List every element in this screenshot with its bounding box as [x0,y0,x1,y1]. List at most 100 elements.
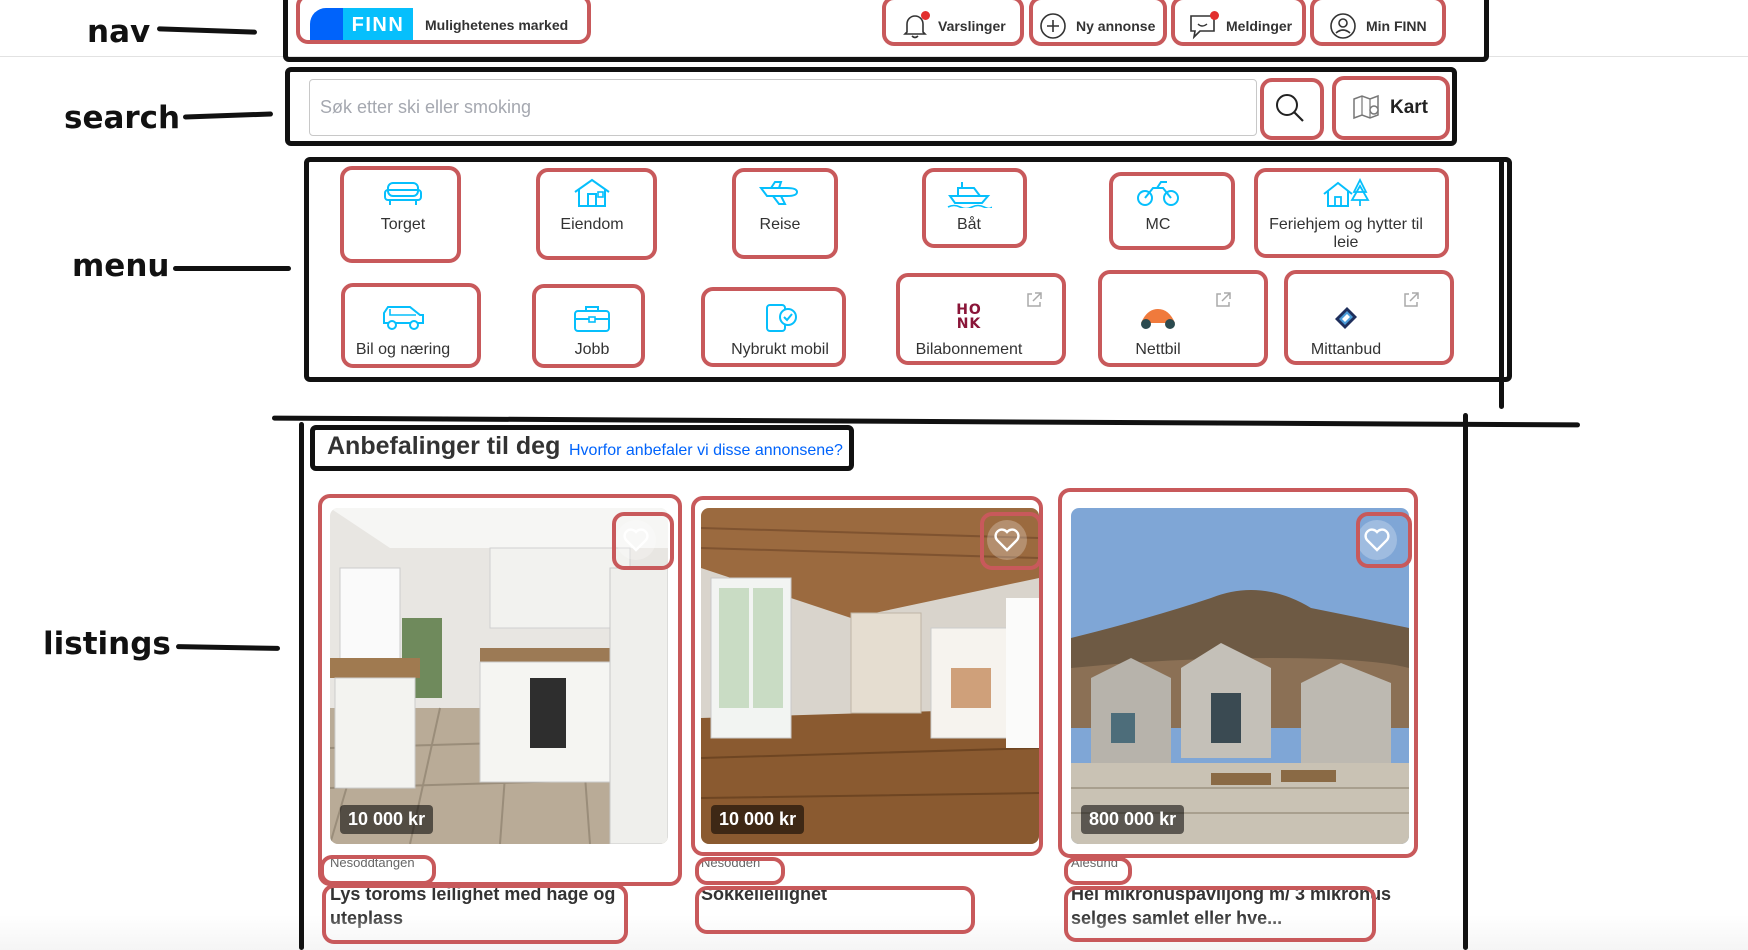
category-label: Båt [956,216,981,233]
annotation-pointer [173,266,291,271]
nav-item-label: Meldinger [1226,18,1293,34]
annotation-stroke [1463,413,1468,950]
category-eiendom[interactable]: Eiendom [512,178,672,234]
briefcase-icon [574,306,610,332]
annotation-nav: nav [87,14,151,50]
why-recommendations-link[interactable]: Hvorfor anbefaler vi disse annonsene? [569,442,843,459]
external-link-icon [1216,292,1231,307]
nettbil-logo [1141,309,1175,329]
annotation-box-recommendation-header [310,425,854,471]
category-label: Nettbil [1135,341,1181,358]
bottom-fade [0,915,1748,950]
heart-icon [1364,528,1390,552]
category-bil-og-naering[interactable]: Bil og næring [323,303,483,359]
map-button-label: Kart [1389,97,1428,118]
category-torget[interactable]: Torget [323,178,483,234]
listing-price: 800 000 kr [1081,805,1185,834]
annotation-box-search [285,67,1457,146]
annotation-menu: menu [72,248,170,284]
heart-icon [994,528,1020,552]
finn-logo[interactable]: FINN Mulighetenes marked [310,8,568,42]
category-label: Reise [759,216,801,233]
nav-new-ad[interactable]: Ny annonse [1038,10,1155,42]
category-reise[interactable]: Reise [700,178,860,234]
category-label: Nybrukt mobil [731,341,829,358]
finn-logo-text: FINN [343,8,413,42]
external-link-icon [1027,292,1042,307]
listing-card[interactable]: 10 000 kr Nesodden Sokkelleilighet [701,508,1039,906]
listing-title[interactable]: Sokkelleilighet [701,884,828,904]
category-baat[interactable]: Båt [889,178,1049,234]
message-dot [1210,11,1219,20]
search-button[interactable] [1264,84,1316,132]
category-label: Mittanbud [1310,341,1382,358]
nav-notifications[interactable]: Varslinger [900,10,1006,42]
category-label: Eiendom [560,216,624,233]
category-label: Torget [380,216,426,233]
boat-icon [947,182,992,208]
motorcycle-icon [1137,181,1179,206]
map-icon [1353,94,1379,120]
annotation-pointer [175,644,281,651]
category-label: Bilabonnement [915,341,1023,358]
heart-icon [623,528,649,552]
house-icon [574,178,610,207]
nav-my-finn[interactable]: Min FINN [1328,10,1427,42]
user-circle-icon [1328,11,1358,41]
search-input[interactable] [309,79,1257,136]
listing-price: 10 000 kr [711,805,805,834]
cabin-icon [1323,178,1370,207]
map-button[interactable]: Kart [1340,84,1440,132]
car-icon [383,306,424,330]
listing-image[interactable]: 10 000 kr [701,508,1039,844]
search-icon [1276,94,1304,122]
kitchen-photo [330,508,668,844]
annotation-listings: listings [43,626,171,662]
living-room-photo [701,508,1039,844]
nav-item-label: Ny annonse [1076,18,1156,34]
category-nybrukt-mobil[interactable]: Nybrukt mobil [700,303,860,359]
annotation-stroke [1499,157,1504,409]
listing-location: Nesoddtangen [330,855,415,870]
bell-icon [900,11,930,41]
annotation-box-nav [283,0,1489,62]
nav-messages[interactable]: Meldinger [1188,10,1292,42]
notification-dot [921,11,930,20]
category-mittanbud[interactable]: Mittanbud [1266,292,1426,359]
chat-icon [1188,11,1219,41]
category-label: Feriehjem og hytter til leie [1269,216,1423,251]
favorite-button[interactable] [616,520,656,560]
category-jobb[interactable]: Jobb [512,303,672,359]
phone-check-icon [766,304,797,332]
listing-card[interactable]: 10 000 kr Nesoddtangen Lys toroms leilig… [330,508,668,931]
micro-houses-photo [1071,508,1409,844]
plus-circle-icon [1038,11,1068,41]
external-link-icon [1404,292,1419,307]
category-mc[interactable]: MC [1078,178,1238,234]
recommendations-title: Anbefalinger til deg [327,432,561,460]
mittanbud-logo [1335,307,1357,329]
listing-image[interactable]: 10 000 kr [330,508,668,844]
logo-tagline: Mulighetenes marked [425,17,569,33]
listing-price: 10 000 kr [340,805,434,834]
annotation-search: search [64,100,181,136]
category-label: Bil og næring [355,341,451,358]
category-label: MC [1145,216,1171,233]
listing-location: Ålesund [1071,855,1118,870]
listing-location: Nesodden [701,855,761,870]
favorite-button[interactable] [987,520,1027,560]
finn-logo-mark [310,8,343,42]
category-feriehjem[interactable]: Feriehjem og hytter til leie [1266,178,1426,258]
listing-card[interactable]: 800 000 kr Ålesund Hel mikrohuspaviljong… [1071,508,1409,931]
annotation-box-menu [304,157,1512,382]
listing-image[interactable]: 800 000 kr [1071,508,1409,844]
category-label: Jobb [574,341,610,358]
plane-icon [759,181,799,205]
sofa-icon [384,182,422,205]
favorite-button[interactable] [1357,520,1397,560]
annotation-stroke [299,422,304,950]
category-nettbil[interactable]: Nettbil [1078,292,1238,359]
